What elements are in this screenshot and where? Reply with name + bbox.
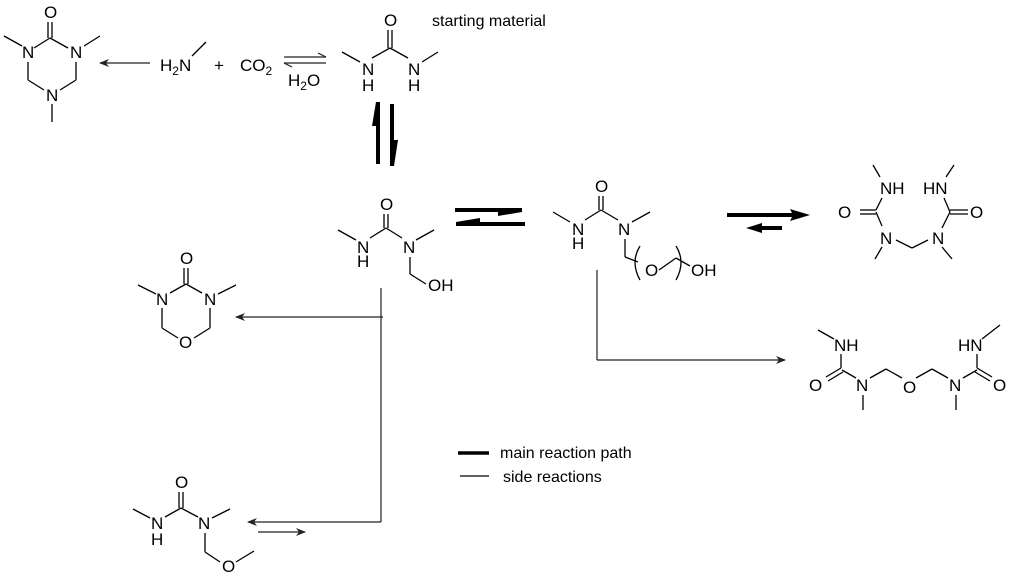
atom-n: N xyxy=(156,290,168,309)
molecule-polyoxymethylene-dimethylurea: O N H N O OH xyxy=(552,177,717,281)
atom-n: N xyxy=(70,43,82,62)
side-reaction-lines-left xyxy=(235,288,383,536)
atom-o: O xyxy=(222,557,235,576)
legend: main reaction path side reactions xyxy=(458,445,632,486)
atom-h: H xyxy=(408,76,420,95)
reagents: H2N + CO2 H2O xyxy=(160,41,327,93)
main-equilibrium-horizontal xyxy=(455,208,525,226)
molecule-dimethylurea: O N H N H xyxy=(341,11,439,95)
atom-n: N xyxy=(22,43,34,62)
atom-n: N xyxy=(198,514,210,533)
atom-o: O xyxy=(903,378,916,397)
atom-oh: OH xyxy=(691,261,717,280)
atom-hn: HN xyxy=(958,336,983,355)
atom-oh: OH xyxy=(428,276,454,295)
atom-n: N xyxy=(403,238,415,257)
plus-sign: + xyxy=(214,56,224,75)
atom-o: O xyxy=(384,11,397,30)
atom-o: O xyxy=(595,177,608,196)
legend-main-label: main reaction path xyxy=(500,445,632,462)
molecule-hydroxymethyl-dimethylurea: O N H N OH xyxy=(337,195,454,295)
atom-n: N xyxy=(949,376,961,395)
molecule-oxadiazinanone: O N N O xyxy=(137,249,237,352)
molecule-methylene-bis-urea: NH O N N O HN xyxy=(838,164,983,260)
atom-n: N xyxy=(151,514,163,533)
atom-n: N xyxy=(357,238,369,257)
main-equilibrium-vertical xyxy=(372,102,398,166)
atom-o: O xyxy=(180,249,193,268)
atom-n: N xyxy=(46,86,58,105)
atom-n: N xyxy=(880,229,892,248)
main-arrow-to-bis-urea xyxy=(727,209,810,233)
atom-hn: HN xyxy=(923,179,948,198)
atom-h: H xyxy=(151,530,163,549)
molecule-ether-bridged-bis-urea: NH O N O N O HN xyxy=(809,324,1006,410)
methylamine-label: H2N xyxy=(160,56,191,78)
atom-o: O xyxy=(993,376,1006,395)
atom-nh: NH xyxy=(834,336,859,355)
atom-n: N xyxy=(618,220,630,239)
atom-n: N xyxy=(204,290,216,309)
atom-nh: NH xyxy=(880,179,905,198)
atom-n: N xyxy=(572,220,584,239)
atom-o: O xyxy=(809,376,822,395)
molecule-triazinanone: O N N N xyxy=(3,3,101,122)
atom-n: N xyxy=(932,229,944,248)
side-reaction-lines-right xyxy=(596,270,786,364)
atom-o: O xyxy=(175,473,188,492)
atom-o: O xyxy=(44,3,57,22)
co2-label: CO2 xyxy=(240,56,273,78)
atom-o: O xyxy=(970,203,983,222)
atom-n: N xyxy=(362,60,374,79)
atom-h: H xyxy=(357,252,369,271)
atom-h: H xyxy=(362,76,374,95)
atom-o: O xyxy=(179,333,192,352)
atom-n: N xyxy=(856,376,868,395)
atom-o: O xyxy=(380,195,393,214)
water-label: H2O xyxy=(288,71,320,93)
starting-material-label: starting material xyxy=(432,13,546,30)
legend-side-label: side reactions xyxy=(503,469,602,486)
atom-h: H xyxy=(572,234,584,253)
atom-o: O xyxy=(645,261,658,280)
molecule-methoxymethyl-dimethylurea: O N H N O xyxy=(132,473,255,576)
atom-o: O xyxy=(838,203,851,222)
atom-n: N xyxy=(408,60,420,79)
